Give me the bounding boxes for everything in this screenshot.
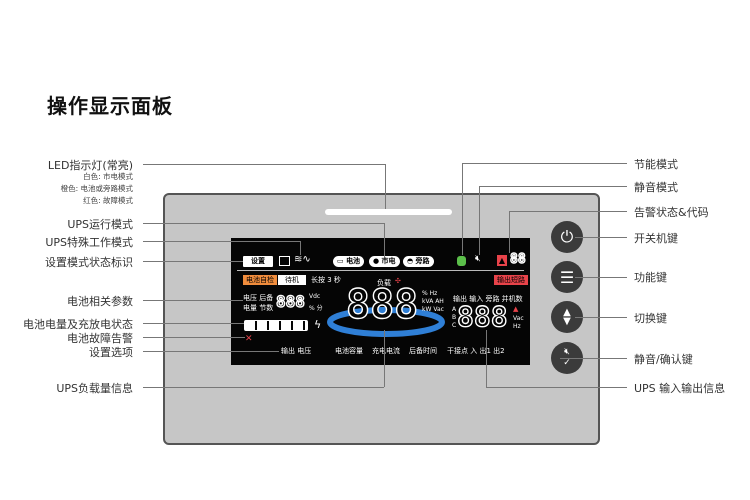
option-output-voltage: 输出 电压: [281, 347, 312, 355]
mains-mode-pill: ● 市电: [369, 256, 400, 267]
leader-line: [300, 241, 301, 255]
label-mute-mode: 静音模式: [634, 181, 678, 194]
leader-line: [486, 330, 487, 387]
leader-line: [462, 163, 463, 255]
label-switch-key: 切换键: [634, 312, 667, 325]
leader-line: [479, 186, 480, 255]
self-test-badge: 电池自检: [243, 275, 277, 285]
leader-line: [479, 186, 627, 187]
leader-line: [143, 261, 243, 262]
leader-line: [462, 163, 627, 164]
mute-check-icon: 🔇︎✓: [563, 347, 571, 368]
leader-line: [143, 241, 300, 242]
label-battery-fault: 电池故障告警: [67, 332, 133, 345]
battery-row1: 电压 后备: [243, 294, 274, 302]
label-led-orange: 橙色: 电池或旁路模式: [60, 184, 133, 193]
standby-badge: 待机: [278, 275, 306, 285]
phase-b: B: [452, 314, 457, 321]
label-function-key: 功能键: [634, 271, 667, 284]
charging-bolt-icon: ϟ: [314, 318, 322, 331]
wave-icon: ≋∿: [294, 254, 311, 265]
battery-mode-pill: ▭ 电池: [333, 256, 365, 267]
label-eco: 节能模式: [634, 158, 678, 171]
main-digits: 888: [345, 282, 419, 328]
battery-level-bar: [244, 320, 308, 331]
io-digits: 888: [456, 300, 508, 333]
label-setting-flag: 设置模式状态标识: [45, 256, 133, 269]
phase-c: C: [452, 322, 457, 329]
io-warning-icon: ▲: [513, 305, 519, 313]
eco-leaf-icon: [457, 256, 466, 266]
main-unit2: kVA AH: [422, 298, 444, 305]
battery-unit2: % 分: [309, 305, 323, 312]
up-down-icon: ▲▼: [563, 307, 571, 327]
io-header: 输出 输入 旁路 并机数: [453, 295, 523, 303]
leader-line: [384, 330, 385, 387]
leader-line: [143, 223, 384, 224]
label-io-info: UPS 输入输出信息: [634, 382, 726, 395]
phase-a: A: [452, 306, 457, 313]
main-unit3: kW Vac: [422, 306, 444, 313]
setting-badge: 设置: [243, 256, 273, 267]
option-dry-contact: 干接点 入 出1 出2: [447, 347, 505, 355]
io-unit2: Hz: [513, 323, 521, 330]
leader-line: [143, 351, 279, 352]
long-press-text: 长按 3 秒: [311, 276, 341, 284]
power-icon: ⏻: [560, 227, 574, 246]
leader-line: [385, 164, 386, 209]
label-led-white: 白色: 市电模式: [83, 172, 133, 181]
label-led-red: 红色: 故障模式: [83, 196, 133, 205]
leader-line: [143, 337, 245, 338]
leader-line: [143, 387, 384, 388]
label-special-mode: UPS特殊工作模式: [45, 236, 133, 249]
fan-icon: ✣: [395, 277, 401, 285]
leader-line: [560, 358, 627, 359]
screen-divider: [237, 270, 524, 271]
option-charge-current: 充电电流: [372, 347, 400, 355]
leader-line: [486, 387, 627, 388]
label-battery-level: 电池电量及充放电状态: [23, 318, 133, 331]
leader-line: [509, 211, 627, 212]
label-load-info: UPS负载量信息: [56, 382, 133, 395]
leader-line: [143, 164, 385, 165]
battery-mode-label: 电池: [346, 257, 361, 265]
short-circuit-badge: 输出短路: [494, 275, 528, 285]
leader-line: [509, 211, 510, 253]
led-indicator: [325, 209, 452, 215]
bypass-mode-pill: ◓ 旁路: [403, 256, 434, 267]
load-label: 负载: [377, 279, 391, 287]
option-backup-time: 后备时间: [409, 347, 437, 355]
label-setting-options: 设置选项: [89, 346, 133, 359]
alarm-icon: ▲: [497, 255, 507, 266]
leader-line: [143, 300, 243, 301]
special-mode-icon: [279, 256, 290, 266]
bypass-mode-label: 旁路: [415, 257, 430, 265]
menu-icon: ☰: [559, 267, 575, 287]
mute-icon: 🔇︎: [475, 254, 481, 264]
label-battery-params: 电池相关参数: [67, 295, 133, 308]
battery-digits: 888: [275, 291, 305, 311]
option-capacity: 电池容量: [335, 347, 363, 355]
label-led: LED指示灯(常亮): [47, 159, 133, 172]
leader-line: [575, 237, 627, 238]
label-power-key: 开关机键: [634, 232, 678, 245]
load-arc-gauge: [327, 307, 445, 337]
label-mute-confirm-key: 静音/确认键: [634, 353, 693, 366]
leader-line: [384, 223, 385, 257]
mains-mode-label: 市电: [381, 257, 396, 265]
alarm-code: 88: [509, 251, 526, 267]
label-run-mode: UPS运行模式: [67, 218, 133, 231]
battery-unit1: Vdc: [309, 293, 321, 300]
power-button[interactable]: ⏻: [551, 221, 583, 253]
leader-line: [575, 317, 627, 318]
page-title: 操作显示面板: [47, 94, 173, 118]
label-alarm: 告警状态&代码: [634, 206, 709, 219]
main-unit1: % Hz: [422, 290, 438, 297]
battery-row2: 电量 节数: [243, 304, 274, 312]
battery-fault-icon: ✕: [245, 334, 253, 344]
io-unit1: Vac: [513, 315, 524, 322]
leader-line: [575, 277, 627, 278]
leader-line: [143, 323, 244, 324]
